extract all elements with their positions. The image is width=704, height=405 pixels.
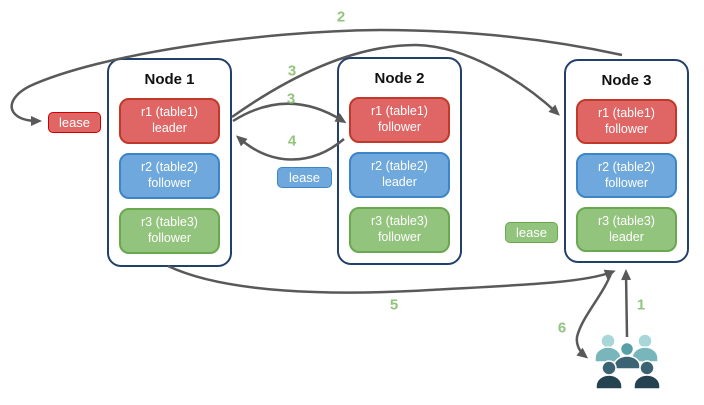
node1-replica-r1: r1 (table1) leader: [119, 98, 220, 144]
node2-replica-r1: r1 (table1) follower: [349, 97, 450, 143]
node-1: Node 1 r1 (table1) leader r2 (table2) fo…: [107, 58, 232, 267]
replica-role: follower: [604, 121, 649, 136]
arrow-step-2: [10, 28, 623, 126]
replica-role: follower: [147, 231, 192, 245]
replica-role: leader: [382, 175, 417, 189]
replica-role: follower: [377, 230, 422, 244]
arrow-step-6: [575, 270, 614, 359]
step-3a-label: 3: [287, 62, 297, 80]
node1-replica-r3: r3 (table3) follower: [119, 208, 220, 254]
replica-name: r1 (table1): [141, 105, 198, 120]
replica-role: follower: [377, 120, 422, 134]
replica-name: r3 (table3): [598, 213, 655, 228]
step-3b-label: 3: [286, 90, 296, 108]
step-6-label: 6: [557, 319, 567, 337]
step-5-label: 5: [389, 296, 399, 314]
replica-role: leader: [609, 229, 644, 244]
node3-replica-r1: r1 (table1) follower: [576, 99, 677, 144]
node-2: Node 2 r1 (table1) follower r2 (table2) …: [337, 57, 462, 265]
node3-replica-r3: r3 (table3) leader: [576, 207, 677, 252]
replica-name: r2 (table2): [141, 160, 198, 175]
node1-replica-r2: r2 (table2) follower: [119, 153, 220, 199]
replica-name: r3 (table3): [371, 214, 428, 229]
node-1-title: Node 1: [144, 71, 195, 88]
replica-role: follower: [604, 175, 649, 190]
node3-replica-r2: r2 (table2) follower: [576, 153, 677, 198]
step-4-label: 4: [287, 132, 297, 150]
clients-icon: [594, 333, 661, 390]
lease-badge-r3: lease: [505, 222, 558, 243]
lease-badge-r1: lease: [48, 112, 101, 133]
replica-name: r1 (table1): [598, 105, 655, 120]
node2-replica-r2: r2 (table2) leader: [349, 152, 450, 198]
node-3-title: Node 3: [601, 72, 652, 89]
replica-role: leader: [152, 121, 187, 135]
replica-name: r3 (table3): [141, 215, 198, 230]
node-3: Node 3 r1 (table1) follower r2 (table2) …: [564, 59, 689, 263]
node-2-title: Node 2: [374, 70, 425, 87]
replica-name: r2 (table2): [371, 159, 428, 174]
step-2-label: 2: [336, 8, 346, 26]
replica-name: r1 (table1): [371, 104, 428, 119]
step-1-label: 1: [636, 296, 646, 314]
lease-badge-r2: lease: [277, 167, 332, 188]
arrow-step-5: [167, 264, 616, 294]
node2-replica-r3: r3 (table3) follower: [349, 207, 450, 253]
replica-role: follower: [147, 176, 192, 190]
replica-name: r2 (table2): [598, 159, 655, 174]
arrow-step-1: [621, 269, 632, 338]
